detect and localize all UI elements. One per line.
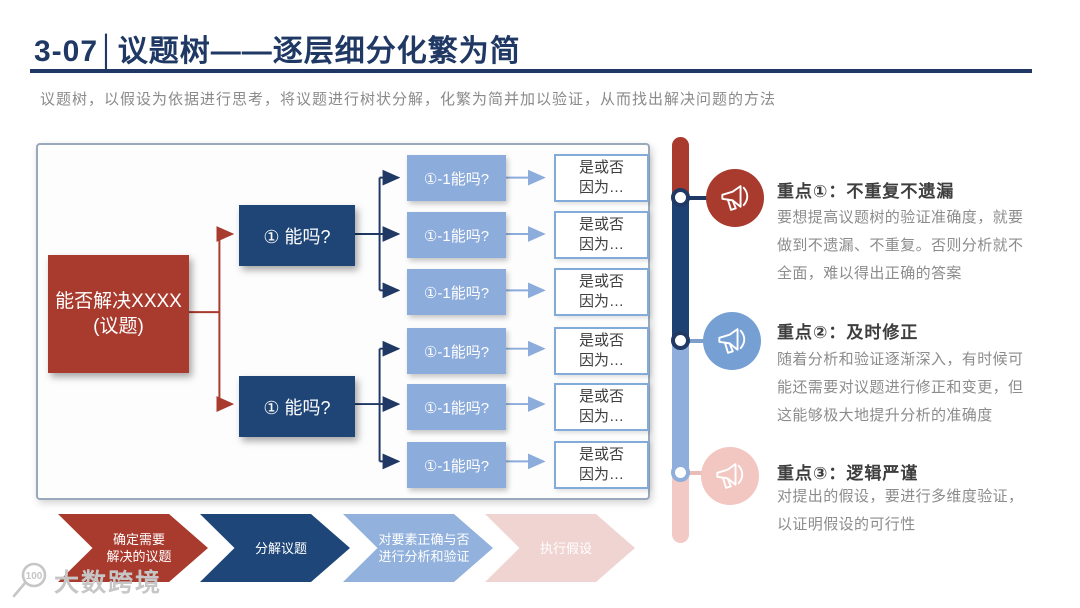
timeline-segment-red: [672, 137, 689, 198]
watermark-logo-text: 大数跨境: [54, 569, 163, 597]
point-2-heading: 重点②：及时修正: [777, 323, 919, 342]
result-box[interactable]: 是或否 因为…: [554, 327, 649, 375]
result-box[interactable]: 是或否 因为…: [554, 211, 649, 259]
timeline-segment-pink: [672, 473, 689, 543]
flow-step-2[interactable]: 分解议题: [200, 514, 350, 582]
point-2-body: 随着分析和验证逐渐深入，有时候可 能还需要对议题进行修正和变更，但 这能够极大地…: [777, 351, 1024, 424]
point-3-body: 对提出的假设，要进行多维度验证， 以证明假设的可行性: [777, 488, 1024, 533]
timeline-segment-navy: [672, 198, 689, 341]
level2-question-box[interactable]: ①-1能吗?: [407, 155, 506, 201]
timeline-segment-blue: [672, 341, 689, 473]
level2-question-box[interactable]: ①-1能吗?: [407, 269, 506, 315]
level2-question-box[interactable]: ①-1能吗?: [407, 442, 506, 488]
timeline-node: [671, 188, 690, 207]
timeline-link: [688, 196, 710, 200]
point-1-heading: 重点①：不重复不遗漏: [777, 182, 955, 201]
connector-lines: [188, 169, 546, 470]
flow-step-3[interactable]: 对要素正确与否 进行分析和验证: [343, 514, 493, 582]
watermark-logo: 100 大数跨境: [6, 560, 162, 602]
result-box[interactable]: 是或否 因为…: [554, 154, 649, 202]
page-title: 3-07│议题树——逐层细分化繁为简: [34, 26, 521, 70]
svg-text:100: 100: [26, 571, 43, 582]
timeline-node: [671, 463, 690, 482]
megaphone-badge-2: [703, 312, 761, 370]
title-underline: [30, 69, 1032, 73]
megaphone-badge-3: [701, 447, 759, 505]
flow-step-4[interactable]: 执行假设: [485, 514, 635, 582]
megaphone-icon: [718, 328, 746, 354]
result-box[interactable]: 是或否 因为…: [554, 268, 649, 316]
timeline-bar: [672, 137, 689, 543]
magnifier-100-icon: 100: [12, 562, 47, 598]
page-title-subtitle: ——逐层细分化繁为简: [210, 35, 521, 68]
point-3-heading: 重点③：逻辑严谨: [777, 464, 919, 483]
level1-question-box[interactable]: ① 能吗?: [239, 376, 355, 437]
page-title-number: 3-07│议题树: [34, 35, 211, 68]
timeline-link: [688, 471, 710, 475]
level2-question-box[interactable]: ①-1能吗?: [407, 384, 506, 430]
timeline-node: [671, 331, 690, 350]
megaphone-icon: [721, 185, 749, 211]
point-1-body: 要想提高议题树的验证准确度，就要 做到不遗漏、不重复。否则分析就不 全面，难以得…: [777, 209, 1024, 282]
result-box[interactable]: 是或否 因为…: [554, 441, 649, 489]
issue-tree-panel: 能否解决XXXX (议题) ① 能吗? ① 能吗? ①-1能吗? ①-1能吗? …: [36, 143, 650, 500]
level2-question-box[interactable]: ①-1能吗?: [407, 328, 506, 374]
result-box[interactable]: 是或否 因为…: [554, 383, 649, 431]
level1-question-box[interactable]: ① 能吗?: [239, 205, 355, 266]
level2-question-box[interactable]: ①-1能吗?: [407, 212, 506, 258]
description-text: 议题树，以假设为依据进行思考，将议题进行树状分解，化繁为简并加以验证，从而找出解…: [40, 91, 777, 108]
root-issue-box[interactable]: 能否解决XXXX (议题): [48, 255, 189, 373]
timeline-link: [688, 339, 710, 343]
megaphone-badge-1: [706, 169, 764, 227]
megaphone-icon: [716, 463, 744, 489]
